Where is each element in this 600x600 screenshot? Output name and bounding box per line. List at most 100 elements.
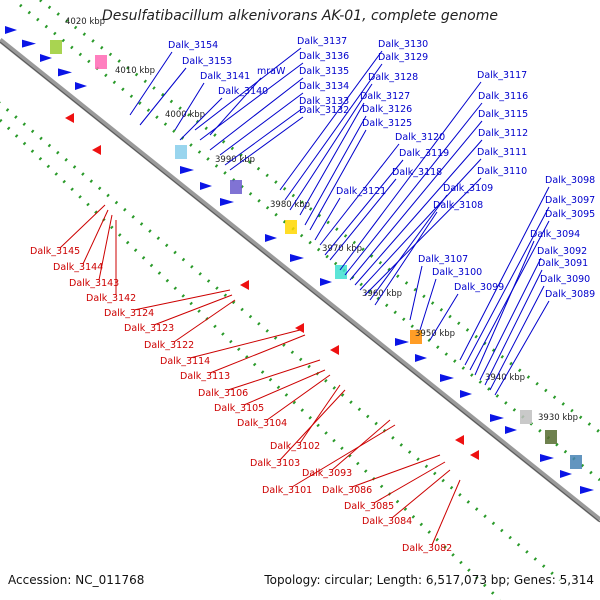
bottom-gene-label: Dalk_3123	[124, 323, 174, 334]
top-leader-line	[314, 197, 341, 241]
forward-gene-5	[180, 166, 194, 174]
top-leader-line	[179, 97, 223, 141]
bottom-leader-line	[98, 214, 113, 281]
bottom-gene-label: Dalk_3102	[270, 441, 320, 452]
forward-gene-9	[290, 254, 304, 262]
bottom-gene-label: Dalk_3084	[362, 516, 412, 527]
feature-box-0	[50, 40, 62, 54]
feature-box-2	[175, 145, 187, 159]
reverse-gene-3	[295, 323, 304, 333]
page-title: Desulfatibacillum alkenivorans AK-01, co…	[101, 8, 499, 24]
top-leader-line	[279, 50, 383, 191]
scale-tick-label: 3930 kbp	[538, 413, 578, 423]
bottom-gene-label: Dalk_3114	[160, 356, 210, 367]
bottom-leader-line	[291, 424, 396, 488]
reverse-gene-1	[92, 145, 101, 155]
top-leader-line	[209, 77, 262, 136]
top-leader-line	[219, 92, 304, 156]
reverse-gene-6	[470, 450, 479, 460]
bottom-gene-label: Dalk_3144	[53, 262, 103, 273]
bottom-leader-line	[431, 479, 461, 546]
reverse-gene-4	[330, 345, 339, 355]
bottom-leader-line	[189, 329, 301, 359]
top-gene-label: Dalk_3129	[378, 52, 428, 63]
feature-box-5	[335, 265, 347, 279]
reverse-gene-5	[455, 435, 464, 445]
reverse-gene-2	[240, 280, 249, 290]
scale-tick-label: 4000 kbp	[165, 110, 205, 120]
top-gene-label: Dalk_3132	[299, 105, 349, 116]
bottom-gene-label: Dalk_3105	[214, 403, 264, 414]
top-leader-line	[174, 82, 205, 131]
bottom-gene-label: Dalk_3124	[104, 308, 154, 319]
top-leader-line	[319, 143, 400, 246]
bottom-gene-label: Dalk_3085	[344, 501, 394, 512]
forward-gene-13	[440, 374, 454, 382]
top-gene-label: Dalk_3089	[545, 289, 595, 300]
top-leader-line	[229, 116, 304, 171]
feature-box-8	[545, 430, 557, 444]
top-leader-line	[479, 257, 542, 381]
top-gene-label: Dalk_3127	[360, 91, 410, 102]
scale-tick-label: 4010 kbp	[115, 66, 155, 76]
genome-backbone-edge	[0, 41, 600, 523]
accession-text: Accession: NC_011768	[8, 573, 145, 587]
top-gene-label: Dalk_3121	[336, 186, 386, 197]
forward-gene-1	[22, 39, 36, 48]
top-gene-label: Dalk_3111	[477, 147, 527, 158]
bottom-gene-label: Dalk_3086	[322, 485, 372, 496]
bottom-gene-label: Dalk_3101	[262, 485, 312, 496]
reverse-gene-0	[65, 113, 74, 123]
top-leader-line	[284, 63, 383, 201]
scale-tick-label: 4020 kbp	[65, 17, 105, 27]
dotted-track-1	[0, 101, 561, 582]
top-leader-line	[339, 81, 482, 271]
top-gene-label: Dalk_3108	[433, 200, 483, 211]
top-gene-label: Dalk_3130	[378, 39, 428, 50]
top-leader-line	[209, 77, 304, 151]
top-gene-label: Dalk_3137	[297, 36, 347, 47]
top-gene-label: Dalk_3100	[432, 267, 482, 278]
forward-gene-2	[40, 54, 52, 62]
top-gene-label: Dalk_3110	[477, 166, 527, 177]
bottom-gene-label: Dalk_3082	[402, 543, 452, 554]
bottom-leader-line	[173, 299, 236, 343]
forward-gene-0	[5, 26, 17, 34]
forward-gene-6	[200, 182, 212, 190]
genome-backbone	[0, 38, 600, 522]
scale-tick-label: 3990 kbp	[215, 155, 255, 165]
scale-tick-label: 3950 kbp	[415, 329, 455, 339]
top-gene-label: Dalk_3136	[299, 51, 349, 62]
top-gene-label: Dalk_3140	[218, 86, 268, 97]
feature-box-4	[285, 220, 297, 234]
bottom-leader-line	[243, 369, 326, 406]
top-leader-line	[359, 158, 482, 291]
top-gene-label: Dalk_3119	[399, 148, 449, 159]
top-gene-label: Dalk_3112	[478, 128, 528, 139]
bottom-leader-line	[59, 204, 106, 249]
top-leader-line	[459, 186, 550, 361]
bottom-gene-label: Dalk_3122	[144, 340, 194, 351]
top-leader-line	[369, 194, 448, 301]
top-gene-label: Dalk_3128	[368, 72, 418, 83]
top-gene-label: Dalk_3120	[395, 132, 445, 143]
top-gene-label: Dalk_3133	[299, 96, 349, 107]
top-gene-label: Dalk_3117	[477, 70, 527, 81]
top-gene-label: Dalk_3135	[299, 66, 349, 77]
feature-box-7	[520, 410, 532, 424]
bottom-gene-label: Dalk_3113	[180, 371, 230, 382]
top-gene-label: Dalk_3091	[538, 258, 588, 269]
top-leader-line	[129, 51, 173, 116]
bottom-leader-line	[153, 294, 233, 326]
bottom-gene-label: Dalk_3142	[86, 293, 136, 304]
topology-text: Topology: circular; Length: 6,517,073 bp…	[264, 573, 594, 587]
scale-tick-label: 3980 kbp	[270, 200, 310, 210]
forward-gene-17	[540, 454, 554, 462]
forward-gene-10	[320, 278, 332, 286]
top-gene-label: Dalk_3094	[530, 229, 580, 240]
top-gene-label: Dalk_3109	[443, 183, 493, 194]
forward-gene-15	[490, 414, 504, 422]
top-leader-line	[304, 115, 367, 226]
top-leader-line	[299, 102, 365, 216]
